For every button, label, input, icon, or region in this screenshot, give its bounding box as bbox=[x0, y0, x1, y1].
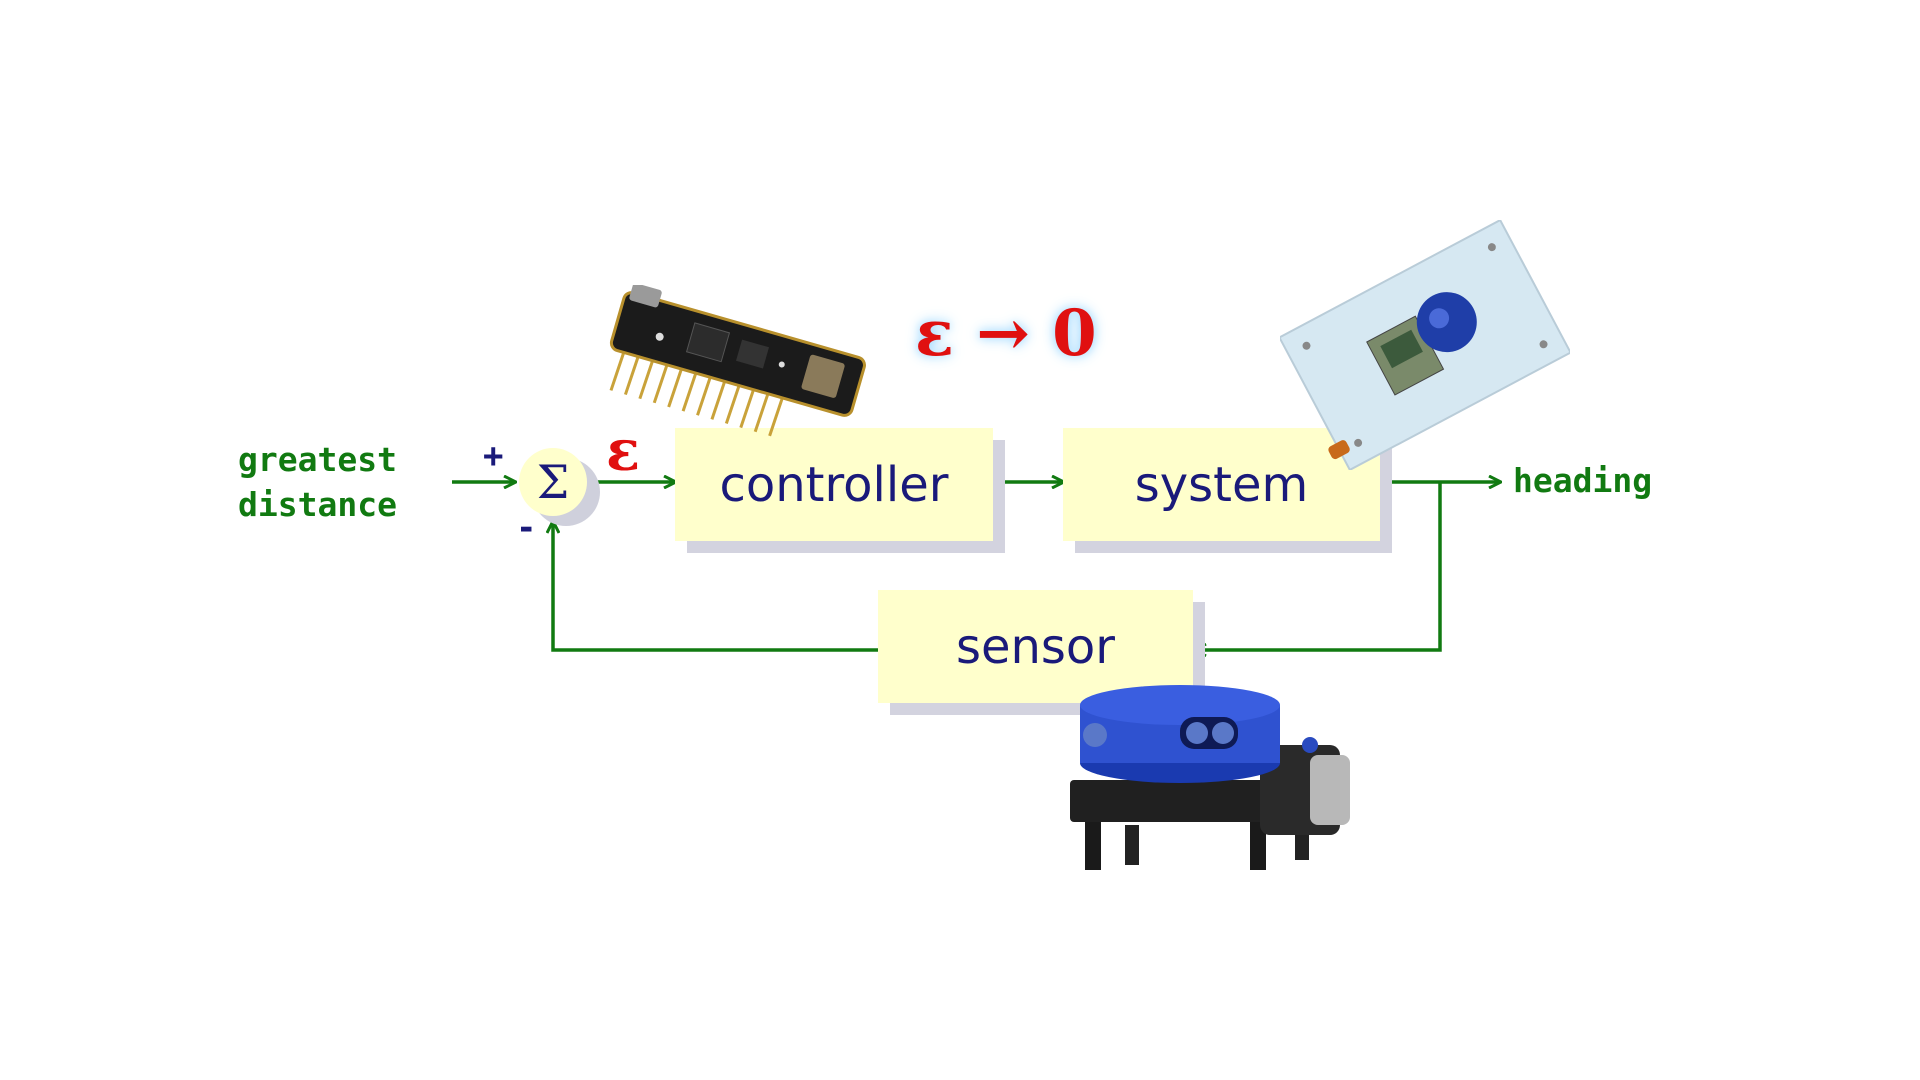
input-label: greatest distance bbox=[238, 437, 397, 527]
system-block: system bbox=[1063, 428, 1380, 541]
input-label-line2: distance bbox=[238, 485, 397, 524]
plus-sign: + bbox=[483, 436, 504, 476]
controller-block: controller bbox=[675, 428, 993, 541]
microcontroller-board-photo-icon bbox=[609, 285, 866, 437]
sensor-to-summer-arrow bbox=[553, 522, 878, 652]
lidar-sensor-photo-icon bbox=[1070, 685, 1350, 870]
error-symbol: ε bbox=[606, 418, 641, 484]
goal-text: ε → 0 bbox=[915, 296, 1097, 371]
input-label-line1: greatest bbox=[238, 440, 397, 479]
motor-mount-photo-icon bbox=[1280, 220, 1570, 470]
feedback-to-sensor-arrow bbox=[1195, 482, 1442, 650]
summing-junction bbox=[519, 448, 587, 516]
summer-symbol: Σ bbox=[536, 455, 570, 509]
sensor-block: sensor bbox=[878, 590, 1193, 703]
minus-sign: - bbox=[516, 508, 537, 548]
output-label: heading bbox=[1513, 461, 1653, 500]
